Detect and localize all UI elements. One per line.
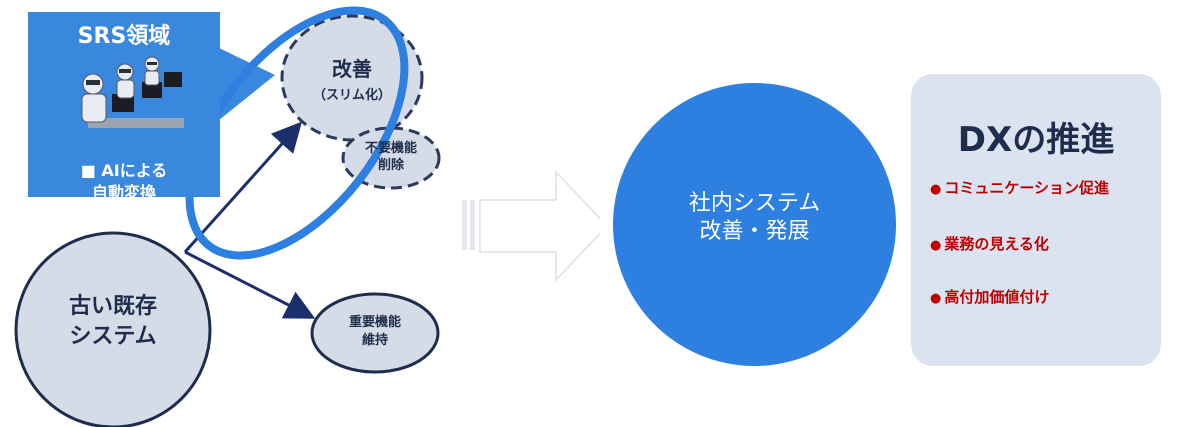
bullet-icon: ● <box>930 291 942 306</box>
dx-item-value-added: ●高付加価値付け <box>930 286 1049 307</box>
legacy-label-line2: システム <box>69 324 157 349</box>
remove-label-line1: 不要機能 <box>364 141 417 156</box>
srs-title: SRS領域 <box>77 24 171 49</box>
dx-item-label: 業務の見える化 <box>944 235 1049 253</box>
improve-label-line1: 改善 <box>332 57 372 81</box>
dx-item-visualization: ●業務の見える化 <box>930 233 1049 254</box>
maintain-label-line1: 重要機能 <box>348 315 401 330</box>
srs-caption-line1: ■ AIによる <box>80 161 168 180</box>
arrow-to-maintain <box>184 250 316 319</box>
robot-illustration <box>81 56 184 128</box>
dx-item-label: 高付加価値付け <box>944 288 1050 306</box>
srs-callout-pointer <box>219 48 275 120</box>
maintain-bubble <box>310 292 440 374</box>
maintain-label: 重要機能 維持 <box>312 314 438 350</box>
improve-label: 改善 （スリム化） <box>282 53 422 103</box>
srs-caption-line2: 自動変換 <box>91 183 156 202</box>
highlight-ring <box>185 6 409 260</box>
legacy-circle <box>14 231 212 427</box>
bullet-icon: ● <box>930 182 942 197</box>
bullet-icon: ● <box>930 238 942 253</box>
internal-system-label: 社内システム 改善・発展 <box>613 190 896 246</box>
improve-label-line2: （スリム化） <box>312 88 391 103</box>
internal-system-line1: 社内システム <box>688 191 821 216</box>
internal-system-line2: 改善・発展 <box>699 219 810 244</box>
maintain-label-line2: 維持 <box>361 333 388 348</box>
remove-label: 不要機能 削除 <box>343 140 439 174</box>
legacy-label-line1: 古い既存 <box>68 294 157 319</box>
srs-caption: ■ AIによる 自動変換 <box>28 160 220 204</box>
dx-item-label: コミュニケーション促進 <box>944 179 1110 197</box>
legacy-label: 古い既存 システム <box>16 292 210 352</box>
dx-title: DXの推進 <box>957 120 1115 160</box>
remove-label-line2: 削除 <box>377 158 404 173</box>
transition-arrow <box>462 169 600 283</box>
dx-item-communication: ●コミュニケーション促進 <box>930 177 1109 198</box>
dx-panel <box>911 74 1161 366</box>
internal-system-circle <box>613 83 896 366</box>
srs-text-layer: SRS領域 ■ AIによる 自動変換 <box>28 12 220 202</box>
arrow-to-improve <box>183 121 303 254</box>
